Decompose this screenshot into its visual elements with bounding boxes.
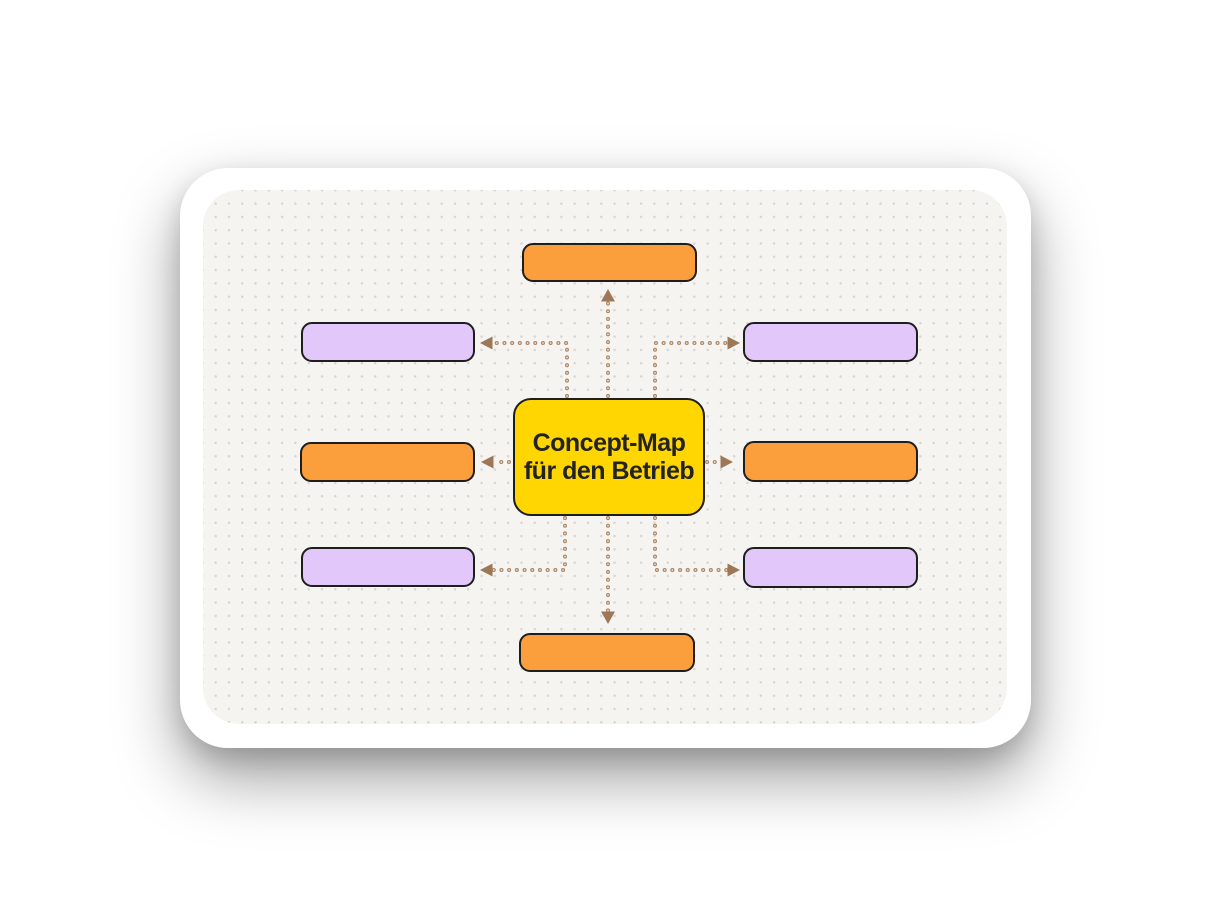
dotted-canvas: Concept-Map für den Betrieb [203, 190, 1007, 724]
arrowhead-up-icon [601, 289, 615, 302]
node-right-top[interactable] [743, 322, 918, 362]
arrowhead-left-icon [480, 563, 493, 577]
node-right-bottom[interactable] [743, 547, 918, 588]
connector-arrows [480, 289, 740, 624]
connector-center-to-right-bottom [653, 516, 740, 577]
node-right-middle[interactable] [743, 441, 918, 482]
connector-center-to-left-middle [481, 455, 511, 469]
connector-center-to-top [601, 289, 615, 398]
concept-map-card: Concept-Map für den Betrieb [180, 168, 1031, 748]
node-left-bottom[interactable] [301, 547, 475, 587]
node-center[interactable]: Concept-Map für den Betrieb [513, 398, 705, 516]
arrowhead-left-icon [480, 336, 493, 350]
connector-center-to-right-top [653, 336, 740, 398]
connector-center-to-right-middle [705, 455, 733, 469]
node-top[interactable] [522, 243, 697, 282]
connector-center-to-bottom [601, 516, 615, 624]
arrowhead-right-icon [727, 336, 740, 350]
arrowhead-left-icon [481, 455, 494, 469]
node-left-top[interactable] [301, 322, 475, 362]
node-left-middle[interactable] [300, 442, 475, 482]
connector-center-to-left-top [480, 336, 569, 398]
node-bottom[interactable] [519, 633, 695, 672]
arrowhead-right-icon [727, 563, 740, 577]
arrowhead-right-icon [720, 455, 733, 469]
connector-center-to-left-bottom [480, 516, 567, 577]
arrowhead-down-icon [601, 611, 615, 624]
center-label-line2: für den Betrieb [523, 457, 695, 485]
center-label-line1: Concept-Map [532, 429, 686, 457]
